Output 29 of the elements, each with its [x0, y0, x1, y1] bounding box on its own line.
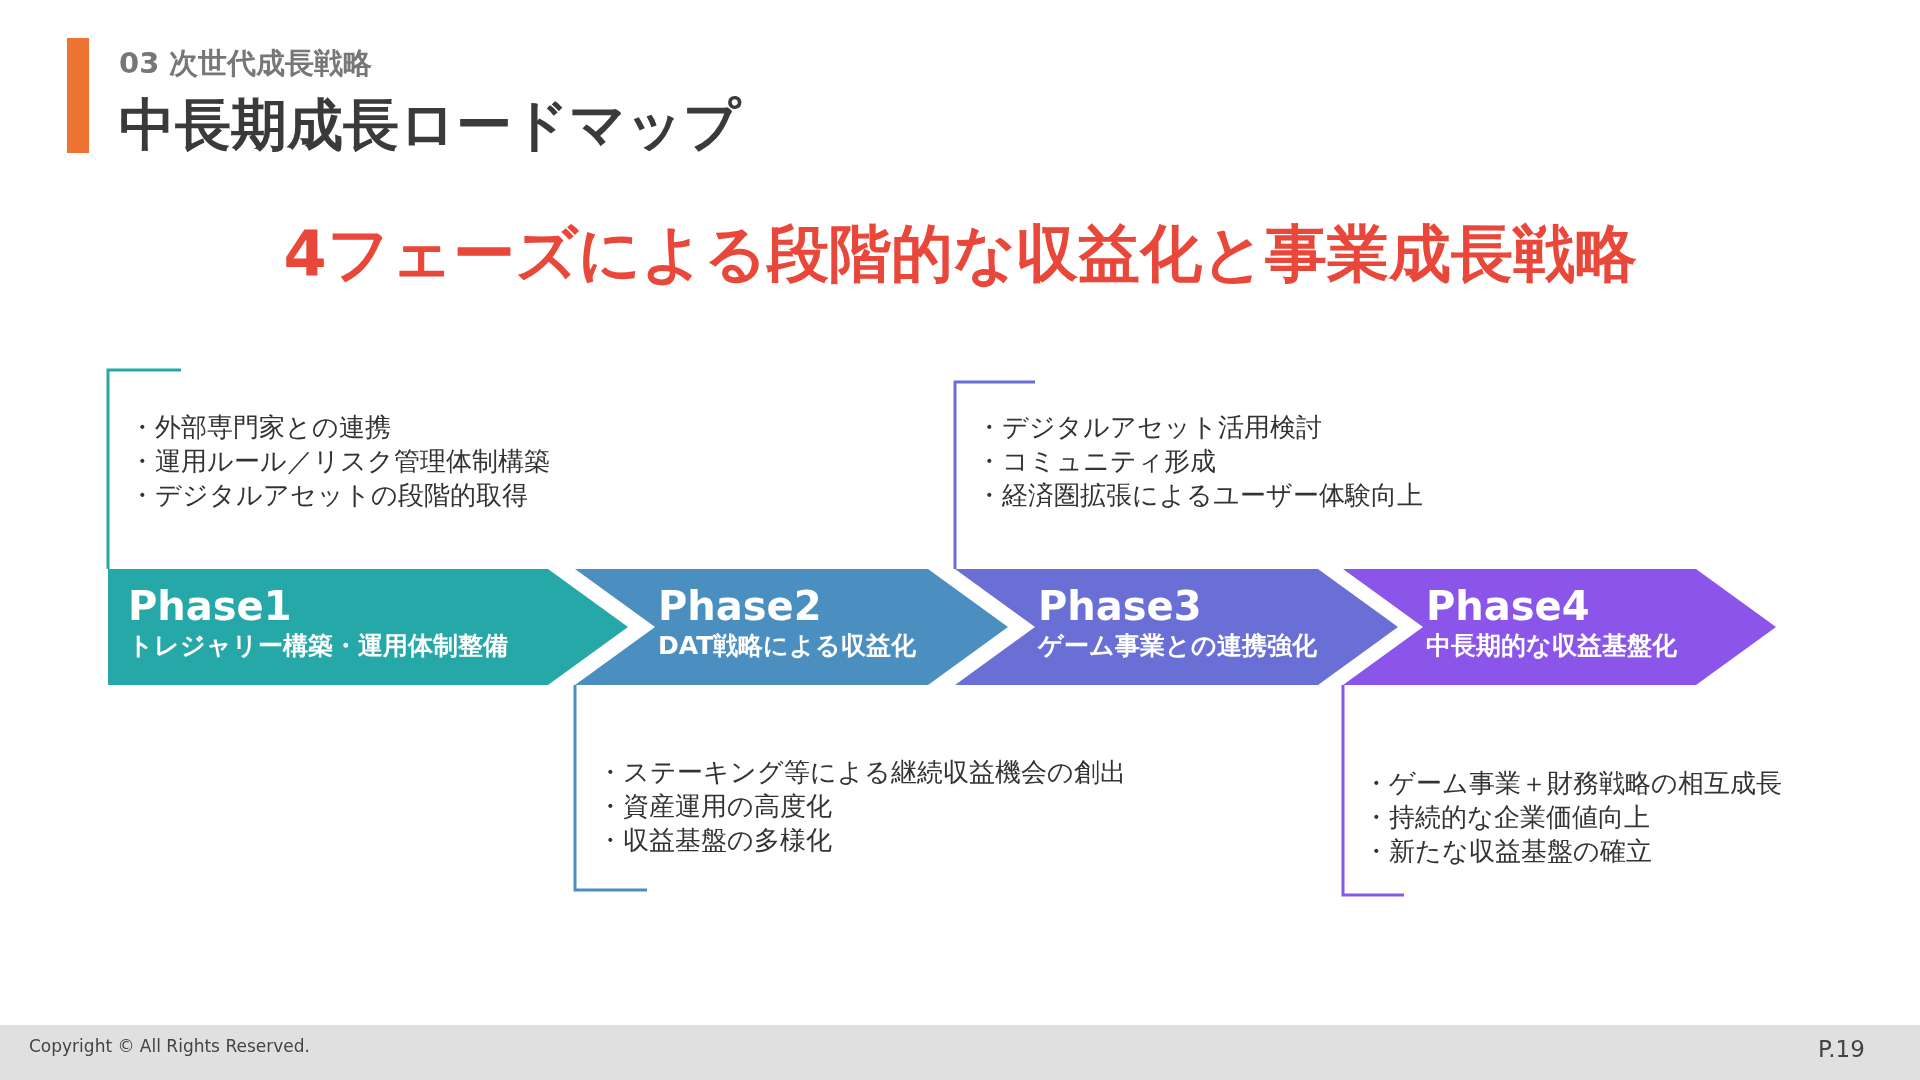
- phase-subtitle: トレジャリー構築・運用体制整備: [128, 631, 508, 661]
- phase-title: Phase4: [1426, 583, 1590, 629]
- phase-banner: [575, 569, 1008, 685]
- phase-banner: [1343, 569, 1776, 685]
- phase-title: Phase2: [658, 583, 822, 629]
- slide-title: 中長期成長ロードマップ: [119, 91, 740, 159]
- bullet-item: ・ステーキング等による継続収益機会の創出: [597, 756, 1126, 789]
- bullet-item: ・資産運用の高度化: [597, 790, 832, 823]
- bullet-item: ・新たな収益基盤の確立: [1363, 835, 1652, 868]
- bullet-item: ・デジタルアセット活用検討: [976, 411, 1322, 444]
- copyright-text: Copyright © All Rights Reserved.: [29, 1036, 310, 1056]
- phase-title: Phase1: [128, 583, 292, 629]
- bullet-item: ・ゲーム事業＋財務戦略の相互成長: [1363, 767, 1782, 800]
- subheading: 4フェーズによる段階的な収益化と事業成長戦略: [282, 216, 1638, 292]
- bullet-item: ・外部専門家との連携: [129, 411, 391, 444]
- phase-title: Phase3: [1038, 583, 1202, 629]
- bullet-item: ・運用ルール／リスク管理体制構築: [129, 445, 550, 478]
- bullet-item: ・収益基盤の多様化: [597, 824, 832, 857]
- phase-banner: [955, 569, 1398, 685]
- section-label: 03 次世代成長戦略: [119, 45, 373, 82]
- phase-subtitle: DAT戦略による収益化: [658, 631, 917, 661]
- bullet-item: ・経済圏拡張によるユーザー体験向上: [976, 479, 1423, 512]
- phase-subtitle: 中長期的な収益基盤化: [1426, 631, 1677, 661]
- bullet-item: ・持続的な企業価値向上: [1363, 801, 1650, 834]
- phase-subtitle: ゲーム事業との連携強化: [1038, 631, 1317, 661]
- page-number: P.19: [1818, 1036, 1865, 1062]
- phase-banner: [108, 569, 628, 685]
- bullet-item: ・デジタルアセットの段階的取得: [129, 479, 528, 512]
- bullet-item: ・コミュニティ形成: [976, 445, 1216, 478]
